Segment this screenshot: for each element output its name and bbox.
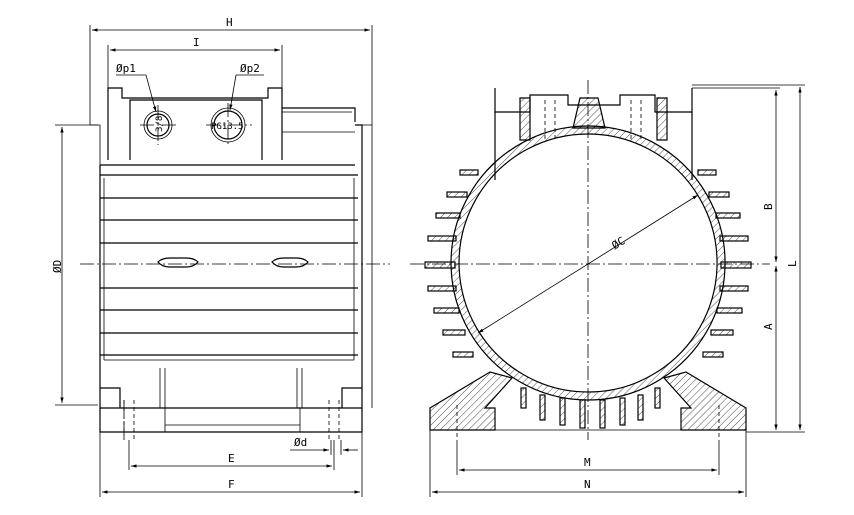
dim-p2: Øp2: [240, 62, 260, 75]
dim-L: L: [786, 260, 799, 267]
side-dimensions: H I Øp1 Øp2 ØD Ød E F: [51, 16, 373, 497]
cable-gland-left: 3/8: [140, 105, 176, 145]
feet: [99, 368, 363, 440]
dim-p1: Øp1: [116, 62, 136, 75]
gland-left-label: 3/8: [155, 116, 165, 132]
dim-d: Ød: [294, 436, 307, 449]
motor-body: [90, 124, 373, 409]
front-dimensions: ØC B A L M N: [429, 84, 805, 497]
dim-C: ØC: [610, 234, 628, 252]
dim-M: M: [584, 456, 591, 469]
dim-I: I: [193, 36, 200, 49]
front-view: [410, 80, 770, 440]
dim-H: H: [226, 16, 233, 29]
front-fins: [424, 169, 752, 429]
stator-housing: [450, 125, 726, 401]
dim-F: F: [228, 478, 235, 491]
front-feet: [429, 371, 747, 440]
dim-D: ØD: [51, 260, 64, 273]
dim-B: B: [762, 203, 775, 210]
front-terminal-box: [494, 88, 693, 180]
dim-N: N: [584, 478, 591, 491]
dim-E: E: [228, 452, 235, 465]
side-view: 3/8 PG13.5: [80, 87, 390, 440]
terminal-box: [107, 87, 356, 160]
cooling-fins: [100, 174, 358, 361]
gland-right-label: PG13.5: [211, 122, 244, 132]
dim-A: A: [762, 323, 775, 330]
cable-gland-right: PG13.5: [206, 103, 252, 147]
